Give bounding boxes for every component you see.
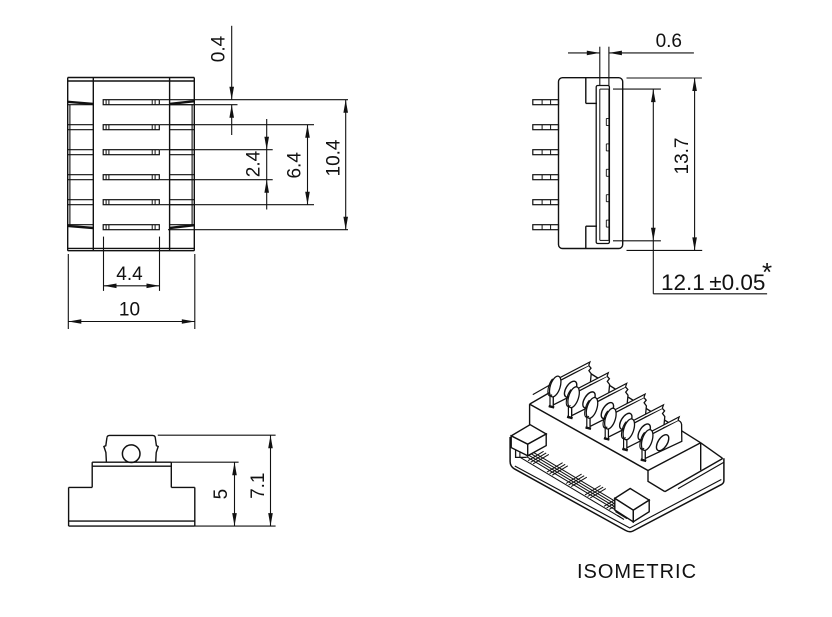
svg-text:10: 10 — [119, 300, 140, 321]
svg-text:6.4: 6.4 — [285, 152, 306, 179]
svg-text:*: * — [762, 257, 772, 287]
svg-text:7.1: 7.1 — [248, 472, 269, 498]
svg-text:ISOMETRIC: ISOMETRIC — [577, 561, 697, 583]
svg-text:12.1 ±0.05: 12.1 ±0.05 — [661, 270, 765, 295]
svg-text:0.6: 0.6 — [656, 31, 682, 52]
svg-text:2.4: 2.4 — [244, 150, 265, 177]
svg-text:4.4: 4.4 — [116, 264, 143, 285]
svg-text:13.7: 13.7 — [672, 138, 693, 175]
svg-text:5: 5 — [211, 489, 232, 500]
svg-text:0.4: 0.4 — [209, 35, 230, 62]
svg-text:10.4: 10.4 — [324, 139, 345, 176]
